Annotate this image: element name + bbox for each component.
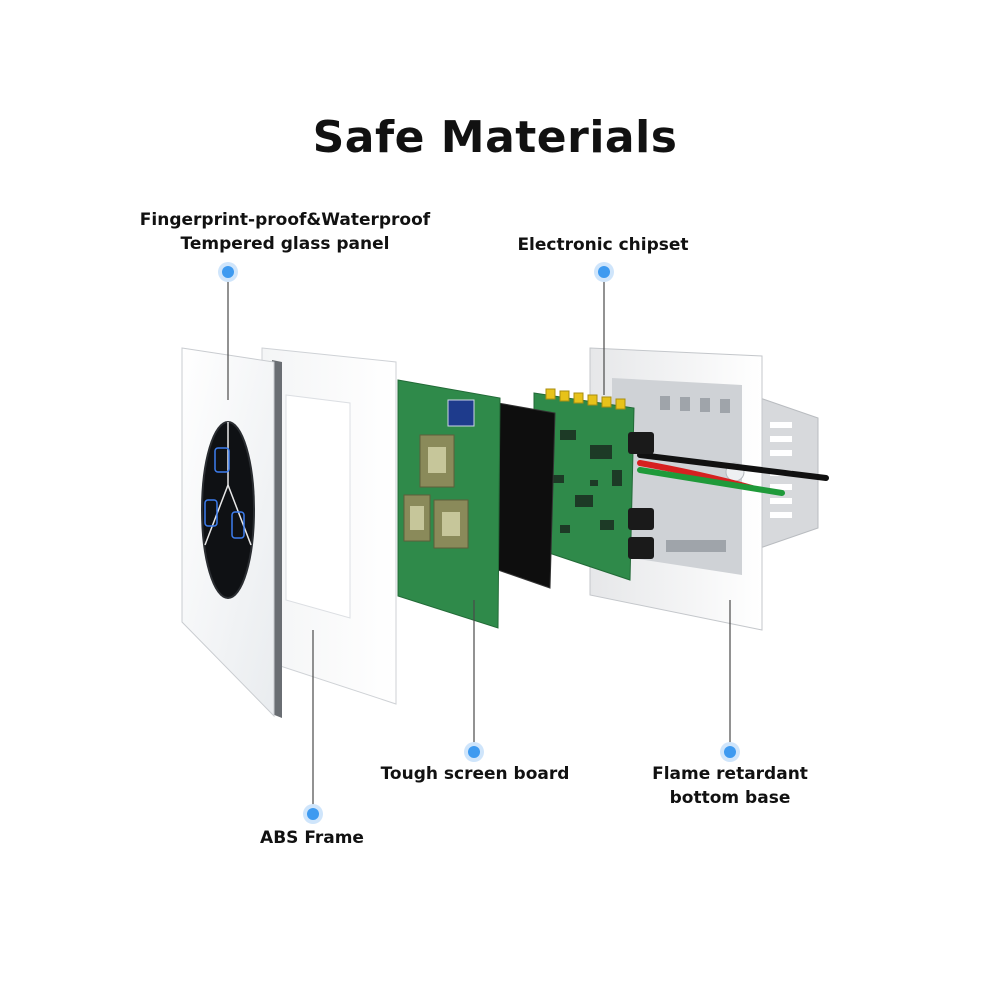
insulation-sheet (497, 402, 556, 589)
glass-panel-dot (218, 262, 238, 282)
abs-frame-opening (285, 394, 351, 619)
base-vents (660, 396, 730, 552)
chipset-connectors (545, 388, 626, 410)
page-title: Safe Materials (312, 112, 678, 163)
callout-chipset-label: Electronic chipset (488, 233, 718, 257)
callout-dots (218, 262, 740, 824)
light-bulb-icon (204, 447, 245, 539)
callout-glass-panel-label: Fingerprint-proof&Waterproof Tempered gl… (120, 208, 450, 256)
callout-screen-board-label: Tough screen board (360, 762, 590, 786)
wires (637, 452, 829, 496)
callout-glass-panel-line2: Tempered glass panel (180, 234, 390, 254)
callout-bottom-base-line1: Flame retardant (652, 764, 808, 784)
callout-chipset-line1: Electronic chipset (517, 235, 689, 255)
callout-abs-frame-label: ABS Frame (232, 826, 392, 850)
abs-frame-dot (303, 804, 323, 824)
chipset-components (552, 430, 622, 533)
screen-board-chip (447, 399, 475, 427)
callout-bottom-base-line2: bottom base (669, 788, 791, 808)
screen-board-dot (464, 742, 484, 762)
electronic-chipset (533, 388, 654, 581)
wire-green (637, 467, 785, 496)
callout-glass-panel-line1: Fingerprint-proof&Waterproof (139, 210, 431, 230)
callout-abs-frame-line1: ABS Frame (260, 828, 364, 848)
screen-board-coil-holes (410, 447, 460, 536)
wire-black (637, 452, 829, 481)
abs-frame (261, 347, 397, 705)
tempered-glass-panel (181, 347, 282, 718)
callout-bottom-base-label: Flame retardant bottom base (625, 762, 835, 810)
callout-leaders (227, 272, 731, 814)
chipset-relays (628, 432, 654, 559)
chipset-dot (594, 262, 614, 282)
tough-screen-board (397, 379, 501, 629)
bottom-base-dot (720, 742, 740, 762)
callout-screen-board-line1: Tough screen board (380, 764, 570, 784)
